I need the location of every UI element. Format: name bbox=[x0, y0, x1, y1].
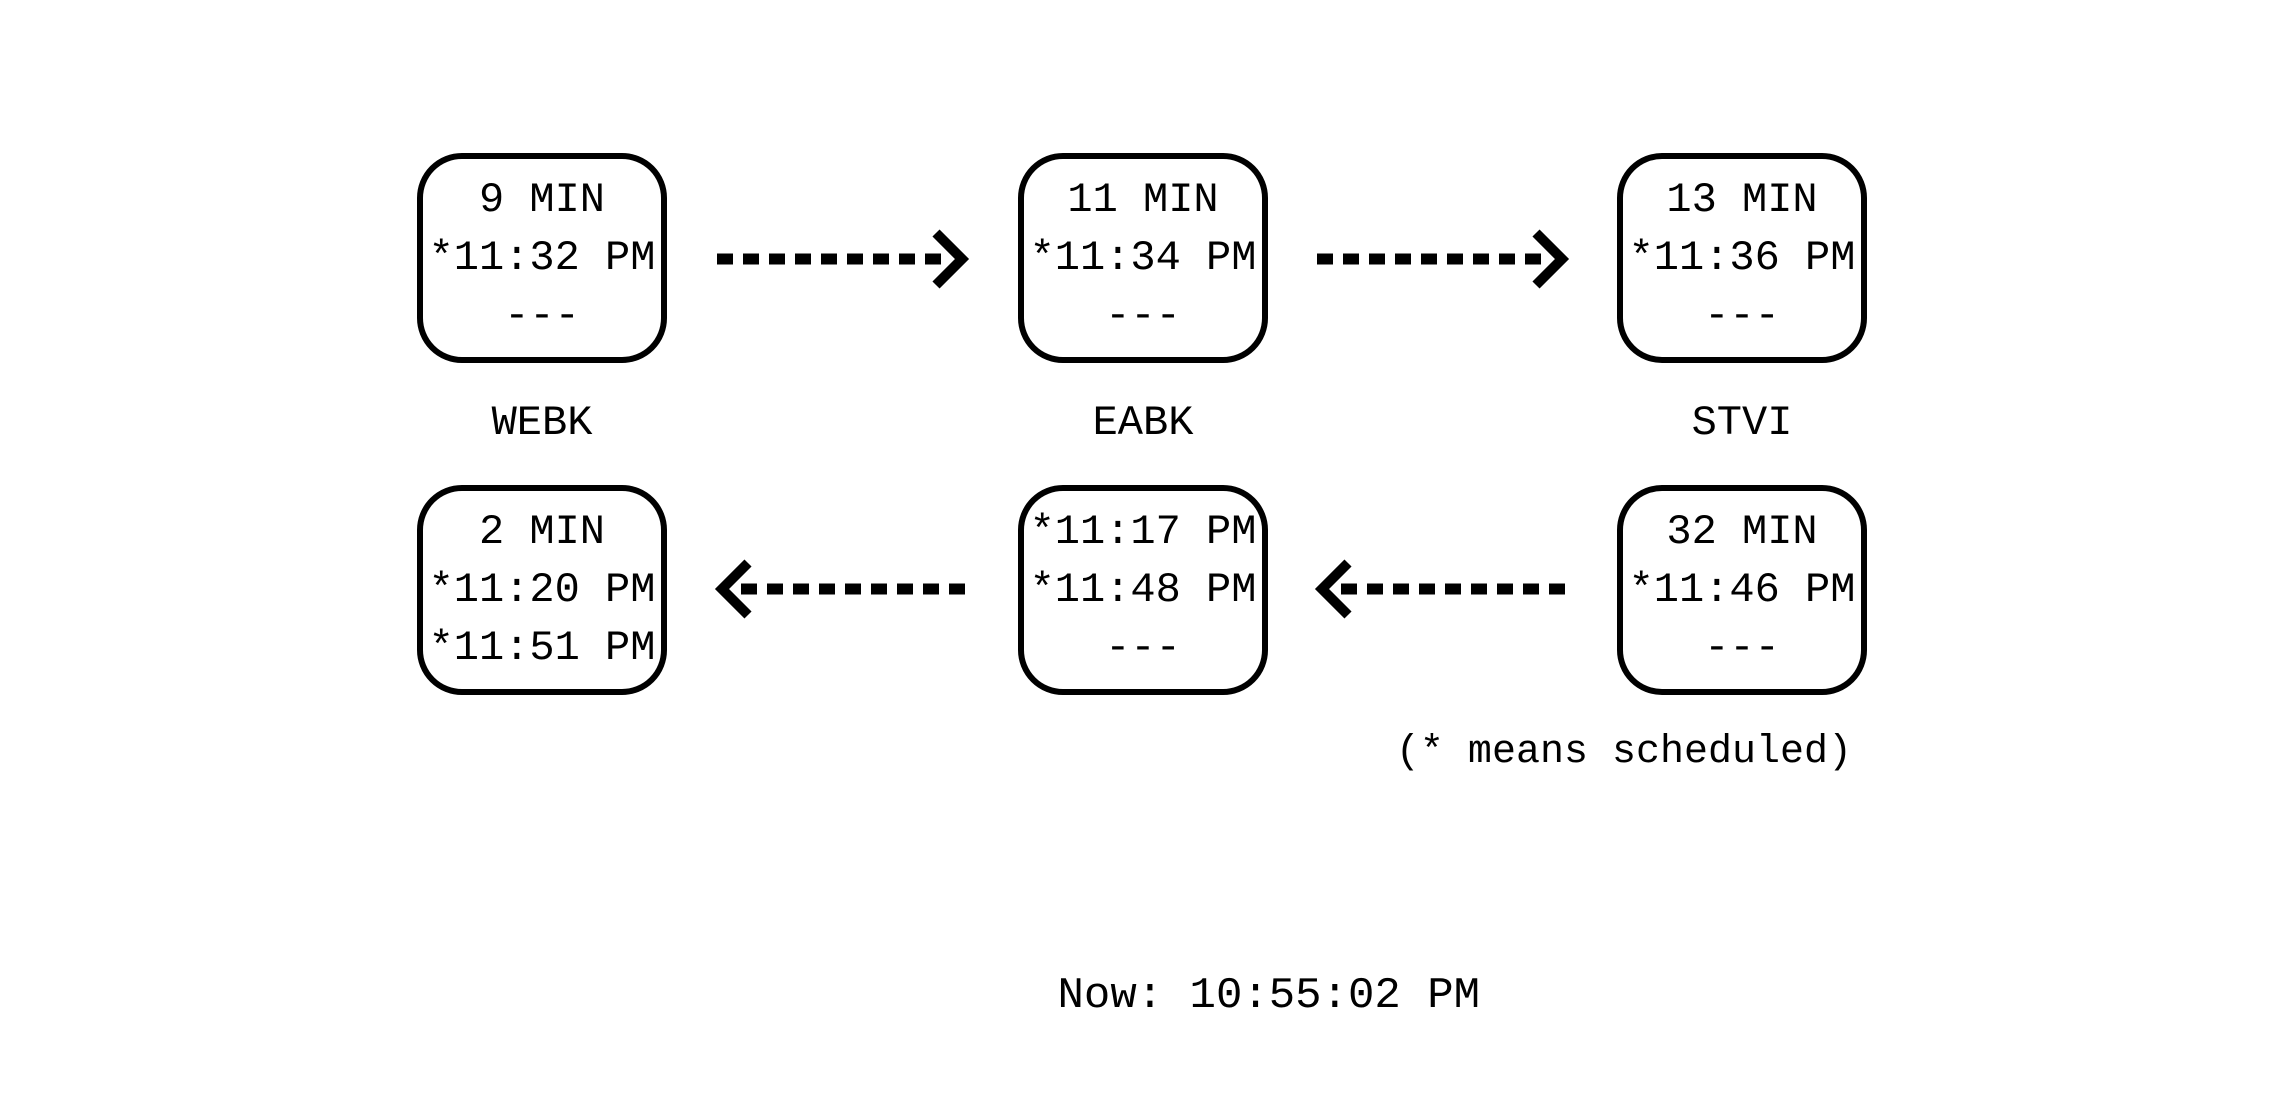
arrival-line: *11:20 PM bbox=[428, 566, 656, 614]
station-box-webk-rightbound: 9 MIN *11:32 PM --- bbox=[417, 153, 667, 363]
station-label-stvi: STVI bbox=[1691, 399, 1793, 447]
arrival-line: *11:46 PM bbox=[1628, 566, 1856, 614]
arrival-line: --- bbox=[1704, 624, 1780, 672]
arrival-line: *11:36 PM bbox=[1628, 234, 1856, 282]
arrival-line: *11:17 PM bbox=[1029, 508, 1257, 556]
arrival-line: 2 MIN bbox=[478, 508, 606, 556]
scheduled-legend: (* means scheduled) bbox=[1395, 730, 1852, 775]
arrival-line: 11 MIN bbox=[1067, 176, 1219, 224]
station-box-eabk-leftbound: *11:17 PM *11:48 PM --- bbox=[1018, 485, 1268, 695]
station-box-stvi-rightbound: 13 MIN *11:36 PM --- bbox=[1617, 153, 1867, 363]
station-box-webk-leftbound: 2 MIN *11:20 PM *11:51 PM bbox=[417, 485, 667, 695]
arrival-line: 32 MIN bbox=[1666, 508, 1818, 556]
arrival-line: --- bbox=[504, 292, 580, 340]
arrival-line: 13 MIN bbox=[1666, 176, 1818, 224]
arrival-line: *11:51 PM bbox=[428, 624, 656, 672]
station-label-eabk: EABK bbox=[1092, 399, 1194, 447]
arrival-line: *11:34 PM bbox=[1029, 234, 1257, 282]
station-box-eabk-rightbound: 11 MIN *11:34 PM --- bbox=[1018, 153, 1268, 363]
arrival-line: --- bbox=[1704, 292, 1780, 340]
arrow-right-icon bbox=[717, 229, 970, 289]
station-label-webk: WEBK bbox=[491, 399, 593, 447]
now-time: Now: 10:55:02 PM bbox=[1057, 971, 1480, 1021]
station-box-stvi-leftbound: 32 MIN *11:46 PM --- bbox=[1617, 485, 1867, 695]
arrow-right-icon bbox=[1317, 229, 1570, 289]
arrival-line: --- bbox=[1105, 292, 1181, 340]
arrival-line: *11:32 PM bbox=[428, 234, 656, 282]
arrow-left-icon bbox=[714, 559, 967, 619]
arrival-line: *11:48 PM bbox=[1029, 566, 1257, 614]
arrow-left-icon bbox=[1314, 559, 1567, 619]
arrival-line: --- bbox=[1105, 624, 1181, 672]
arrival-line: 9 MIN bbox=[478, 176, 606, 224]
timestamps: Now: 10:55:02 PM Last updated: 10:55:01 … bbox=[820, 846, 1480, 1102]
